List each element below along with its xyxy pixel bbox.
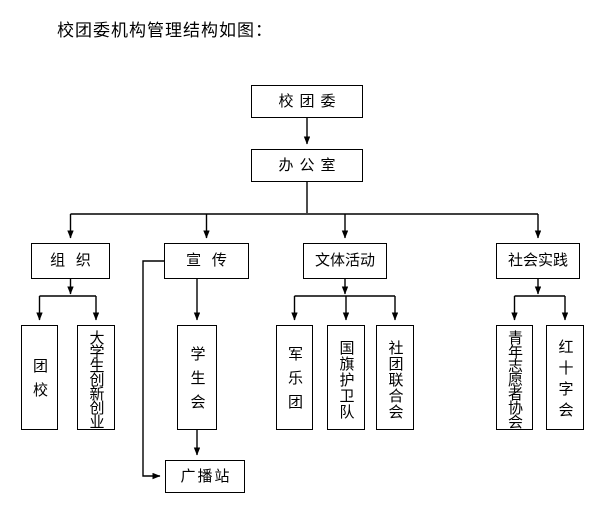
- page-title: 校团委机构管理结构如图：: [57, 21, 273, 41]
- node-school-league-committee[interactable]: 校团委: [251, 85, 363, 118]
- node-youth-volunteer-association[interactable]: 青年志愿者协会: [496, 325, 533, 430]
- node-innovation-entrepreneurship[interactable]: 大学生创新创业: [77, 325, 115, 430]
- node-department-culture-sports[interactable]: 文体活动: [303, 243, 387, 279]
- node-club-federation[interactable]: 社团联合会: [376, 325, 414, 430]
- node-student-union[interactable]: 学生会: [177, 325, 217, 430]
- node-broadcast-station[interactable]: 广播站: [165, 460, 245, 493]
- node-department-organization[interactable]: 组 织: [31, 243, 110, 279]
- node-department-social-practice[interactable]: 社会实践: [496, 243, 580, 279]
- edge-propaganda-broadcast: [142, 260, 164, 480]
- node-league-school[interactable]: 团校: [21, 325, 58, 430]
- node-department-propaganda[interactable]: 宣 传: [164, 243, 249, 279]
- node-red-cross-society[interactable]: 红十字会: [546, 325, 584, 430]
- node-flag-guard[interactable]: 国旗护卫队: [327, 325, 365, 430]
- node-office[interactable]: 办公室: [251, 149, 363, 182]
- node-military-band[interactable]: 军乐团: [276, 325, 313, 430]
